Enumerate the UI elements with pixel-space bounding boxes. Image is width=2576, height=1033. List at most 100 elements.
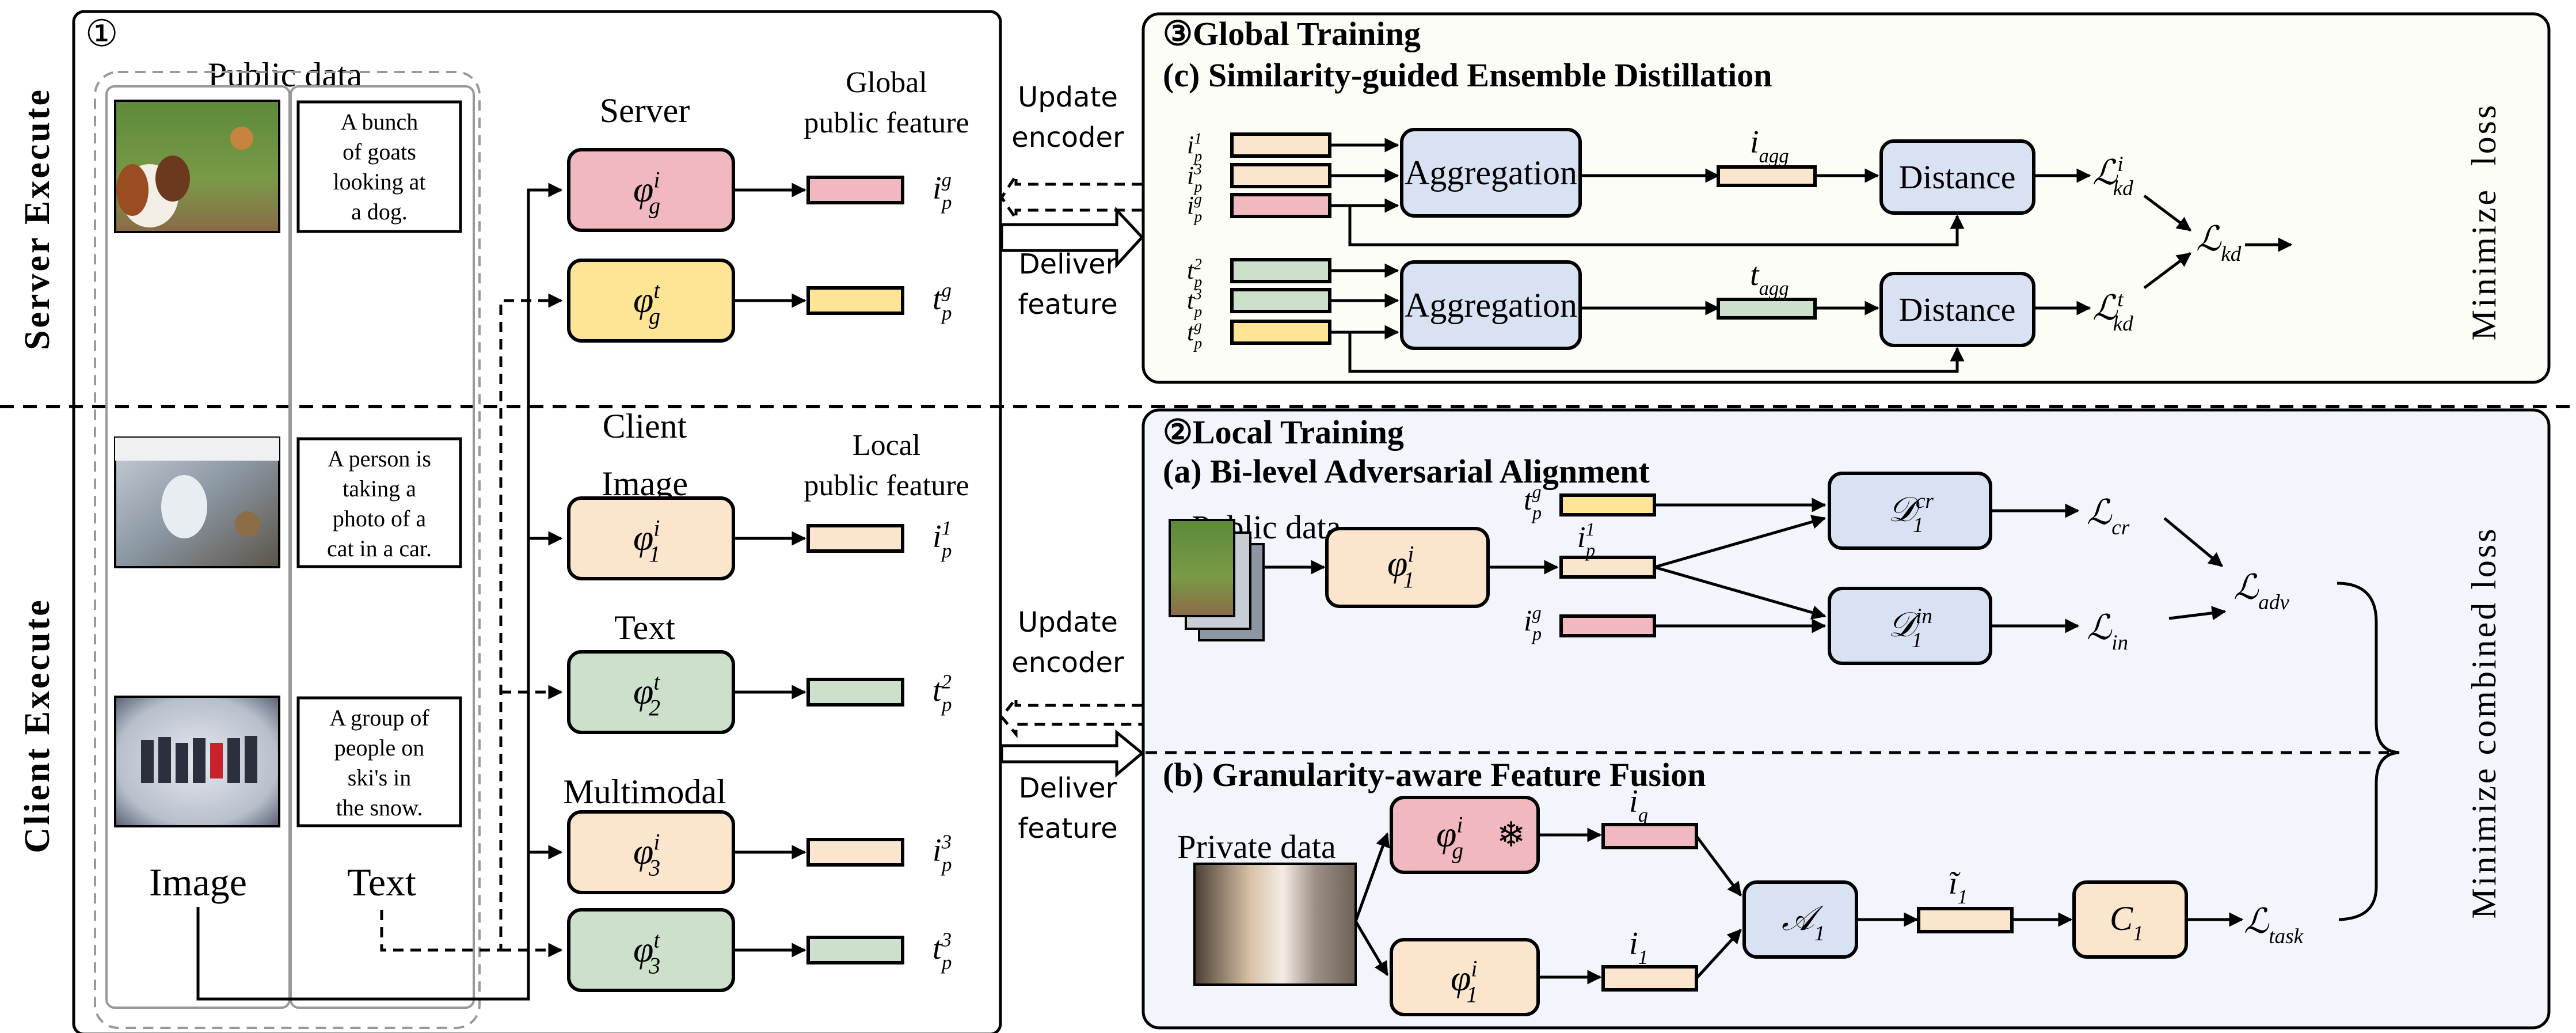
- ip1-feature: [1559, 556, 1656, 579]
- image-feed-line: [196, 183, 563, 1001]
- i-agg-label: iagg: [1750, 124, 1789, 167]
- local-feature-label-1: Local: [853, 429, 920, 462]
- global-feature-label-2: public feature: [804, 107, 969, 139]
- global-txt-input-feature: [1230, 288, 1331, 313]
- minimize-combined-loss-label: Minimize combined loss: [2465, 526, 2503, 918]
- deliver-feature-arrow: [1000, 206, 1144, 269]
- i1-to-a1-arrow: [1695, 929, 1742, 979]
- svg-text:feature: feature: [1018, 288, 1117, 321]
- t-agg-label: tagg: [1750, 257, 1789, 299]
- l-in-label: ℒin: [2087, 609, 2128, 655]
- panel1-marker: ①: [85, 13, 118, 54]
- tpg-feature: [1559, 493, 1656, 516]
- lkdi-to-lkd-arrow: [2143, 195, 2191, 231]
- image-column-label: Image: [149, 860, 247, 904]
- encoder-client2-text-feature: [806, 678, 904, 707]
- local-subtitle-b: (b) Granularity-aware Feature Fusion: [1163, 756, 1706, 793]
- distance-image-label: Distance: [1899, 158, 2016, 196]
- lcr-to-ladv-arrow: [2163, 517, 2223, 567]
- update-encoder-arrow-2: [999, 694, 1142, 738]
- tpg-to-distance-arrow: [1348, 332, 1965, 373]
- server-label: Server: [600, 92, 690, 130]
- fused-feature: [1917, 907, 2014, 933]
- deliver-feature-arrow-2: [1000, 729, 1144, 778]
- global-title: ③Global Training: [1163, 15, 1421, 52]
- global-txt-input-feature: [1230, 320, 1331, 345]
- combined-loss-brace: [2337, 582, 2400, 921]
- svg-text:Deliver: Deliver: [1019, 248, 1117, 280]
- local-feature-label-2: public feature: [804, 469, 969, 502]
- text-column-label: Text: [347, 860, 416, 904]
- local-subtitle-a: (a) Bi-level Adversarial Alignment: [1163, 453, 1650, 490]
- private-to-phig-arrow: [1354, 832, 1390, 922]
- ig-label: ig: [1629, 784, 1648, 826]
- lkdt-to-lkd-arrow: [2143, 252, 2191, 289]
- ipg-feature: [1559, 614, 1656, 637]
- encoder-server-image-feature: [806, 176, 904, 204]
- global-txt-input-feature: [1230, 258, 1331, 283]
- server-execute-label: Server Execute: [18, 88, 57, 350]
- l-adv-label: ℒadv: [2233, 568, 2289, 614]
- encoder-client1-image-feature: [806, 524, 904, 553]
- classifier-symbol: C1: [2110, 899, 2144, 945]
- aggregation-text-box: [1400, 260, 1582, 350]
- aggregation-image-label: Aggregation: [1405, 154, 1577, 192]
- photo-cat-in-car: [114, 436, 280, 568]
- i1-label: i1: [1629, 926, 1648, 969]
- i-agg-feature: [1717, 165, 1817, 187]
- private-data-label: Private data: [1177, 828, 1335, 865]
- svg-text:feature: feature: [1018, 812, 1117, 845]
- i1-feature: [1601, 965, 1698, 992]
- global-img-input-feature: [1230, 163, 1331, 188]
- l-kd-label: ℒkd: [2196, 220, 2242, 266]
- aggregation-text-label: Aggregation: [1405, 286, 1577, 324]
- snowflake-frozen-icon: ❄: [1497, 815, 1525, 855]
- minimize-loss-label: Minimize loss: [2465, 103, 2503, 341]
- lin-to-ladv-arrow: [2168, 606, 2227, 621]
- global-img-input-feature: [1230, 193, 1331, 218]
- aggregation-image-box: [1400, 128, 1582, 218]
- private-image-cat: [1193, 863, 1357, 986]
- photo-skiers: [114, 696, 280, 827]
- client-execute-label: Client Execute: [18, 598, 57, 853]
- svg-text:Update: Update: [1018, 606, 1118, 639]
- ig-to-a1-arrow: [1695, 835, 1742, 897]
- encoder-server-text-feature: [806, 286, 904, 315]
- global-subtitle: (c) Similarity-guided Ensemble Distillat…: [1163, 56, 1772, 94]
- text-column: [290, 85, 475, 1009]
- public-data-container: [94, 71, 481, 1029]
- photo-goats: [114, 100, 280, 233]
- svg-text:Deliver: Deliver: [1019, 772, 1117, 804]
- global-feature-label-1: Global: [846, 66, 927, 99]
- lower-transfer: Update encoder Deliver feature: [999, 606, 1144, 845]
- private-to-phi1-arrow: [1354, 920, 1389, 977]
- panel-data-encoders: [72, 10, 1002, 1033]
- ig-feature: [1601, 823, 1698, 849]
